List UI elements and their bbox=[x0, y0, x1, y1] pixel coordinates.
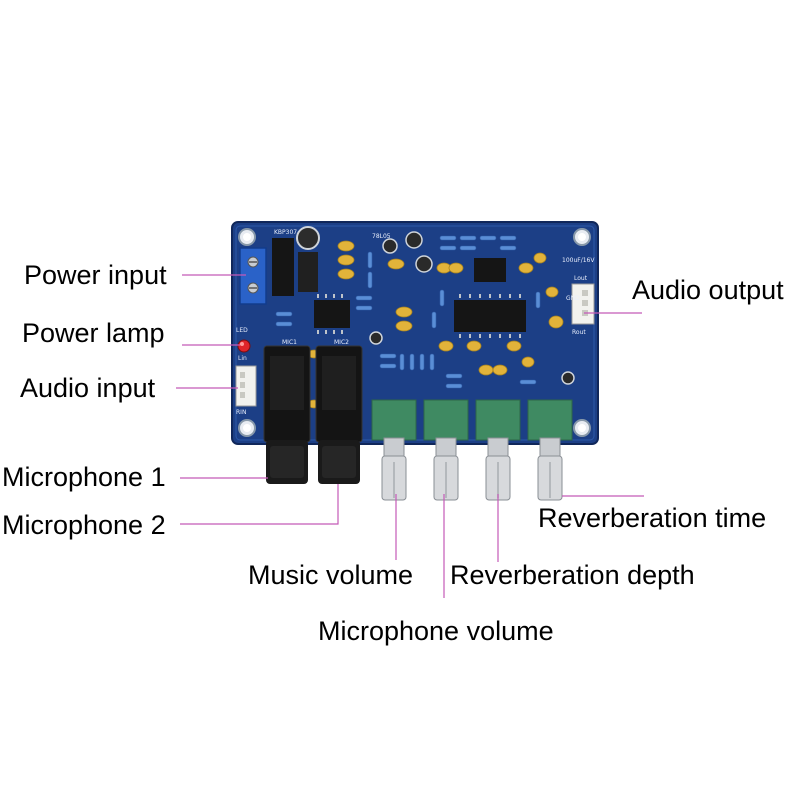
lin-silkscreen: Lin bbox=[238, 355, 247, 362]
mic2-silkscreen: MIC2 bbox=[334, 339, 349, 346]
mic1-silkscreen: MIC1 bbox=[282, 339, 297, 346]
lout-silkscreen: Lout bbox=[574, 275, 588, 282]
microphone-jack-2: MIC2 bbox=[315, 339, 363, 484]
label-audio-output: Audio output bbox=[632, 275, 784, 305]
label-microphone-volume: Microphone volume bbox=[318, 616, 554, 646]
rin-silkscreen: RIN bbox=[236, 409, 246, 416]
bridge-rectifier: KBP307 bbox=[272, 229, 297, 296]
potentiometer-reverberation-depth bbox=[475, 399, 521, 501]
capacitor-silkscreen: 100uF/16V bbox=[562, 257, 595, 264]
small-electrolytics bbox=[369, 231, 575, 385]
electrolytic-capacitor bbox=[296, 226, 320, 292]
callout-microphone-2 bbox=[180, 484, 339, 525]
label-audio-input: Audio input bbox=[20, 373, 156, 403]
callout-lines bbox=[176, 274, 644, 598]
gnd-silkscreen: GND bbox=[566, 295, 580, 302]
resistors bbox=[275, 235, 541, 389]
label-music-volume: Music volume bbox=[248, 560, 414, 590]
microphone-jack-1: MIC1 bbox=[263, 339, 311, 484]
label-microphone-1: Microphone 1 bbox=[2, 462, 166, 492]
label-reverberation-time: Reverberation time bbox=[538, 503, 767, 533]
label-power-lamp: Power lamp bbox=[22, 318, 165, 348]
ic-chips bbox=[314, 258, 526, 338]
led-silkscreen: LED bbox=[236, 327, 248, 334]
audio-input-connector: Lin RIN bbox=[235, 355, 257, 416]
regulator-silkscreen: 78L05 bbox=[372, 233, 391, 240]
label-power-input: Power input bbox=[24, 260, 167, 290]
potentiometer-reverberation-time bbox=[527, 399, 573, 501]
kbp-silkscreen: KBP307 bbox=[274, 229, 297, 236]
mounting-holes bbox=[238, 228, 591, 437]
potentiometer-microphone-volume bbox=[423, 399, 469, 501]
rout-silkscreen: Rout bbox=[572, 329, 586, 336]
label-reverberation-depth: Reverberation depth bbox=[450, 560, 695, 590]
power-led: LED bbox=[236, 327, 251, 353]
potentiometer-music-volume bbox=[371, 399, 417, 501]
label-microphone-2: Microphone 2 bbox=[2, 510, 166, 540]
power-terminal bbox=[239, 247, 267, 305]
